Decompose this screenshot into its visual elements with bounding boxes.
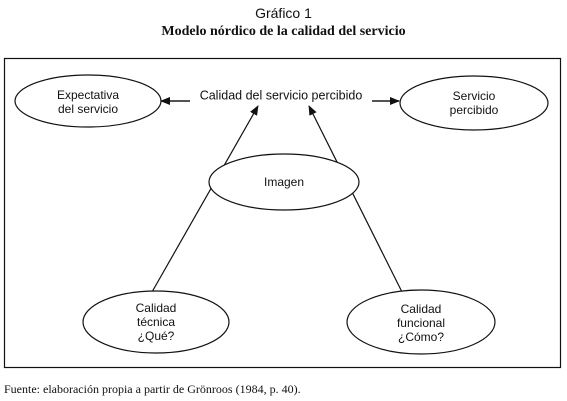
node-calidad-funcional-line-3: ¿Cómo? xyxy=(398,330,444,344)
edge-label-calidad-percibida: Calidad del servicio percibido xyxy=(200,88,363,102)
figure-caption: Gráfico 1 xyxy=(255,5,312,21)
arrow-tecnica-to-top xyxy=(151,105,259,293)
edge-label-background xyxy=(190,90,372,104)
node-servicio-percibido: Servicio percibido xyxy=(399,75,549,131)
node-imagen: Imagen xyxy=(208,153,360,211)
node-servicio-percibido-shape xyxy=(399,75,549,131)
node-calidad-funcional: Calidad funcional ¿Cómo? xyxy=(346,289,496,355)
node-calidad-funcional-line-1: Calidad xyxy=(401,302,442,316)
node-calidad-funcional-shape xyxy=(346,289,496,355)
source-note: Fuente: elaboración propia a partir de G… xyxy=(4,382,301,396)
node-expectativa-line-2: del servicio xyxy=(58,102,118,116)
node-calidad-funcional-line-2: funcional xyxy=(397,316,445,330)
node-expectativa: Expectativa del servicio xyxy=(14,74,162,128)
arrow-funcional-to-top xyxy=(308,105,405,297)
node-calidad-tecnica-shape xyxy=(82,290,230,354)
node-calidad-tecnica-line-3: ¿Qué? xyxy=(138,329,175,343)
node-servicio-percibido-line-1: Servicio xyxy=(453,89,496,103)
node-servicio-percibido-line-2: percibido xyxy=(450,103,499,117)
node-imagen-shape xyxy=(208,153,360,211)
node-calidad-tecnica-line-2: técnica xyxy=(137,315,175,329)
figure-title: Modelo nórdico de la calidad del servici… xyxy=(161,24,406,39)
node-expectativa-shape xyxy=(14,74,162,128)
node-calidad-tecnica: Calidad técnica ¿Qué? xyxy=(82,290,230,354)
diagram-frame xyxy=(3,57,562,369)
node-expectativa-line-1: Expectativa xyxy=(57,88,119,102)
node-imagen-line-1: Imagen xyxy=(264,175,304,189)
node-calidad-tecnica-line-1: Calidad xyxy=(136,301,177,315)
